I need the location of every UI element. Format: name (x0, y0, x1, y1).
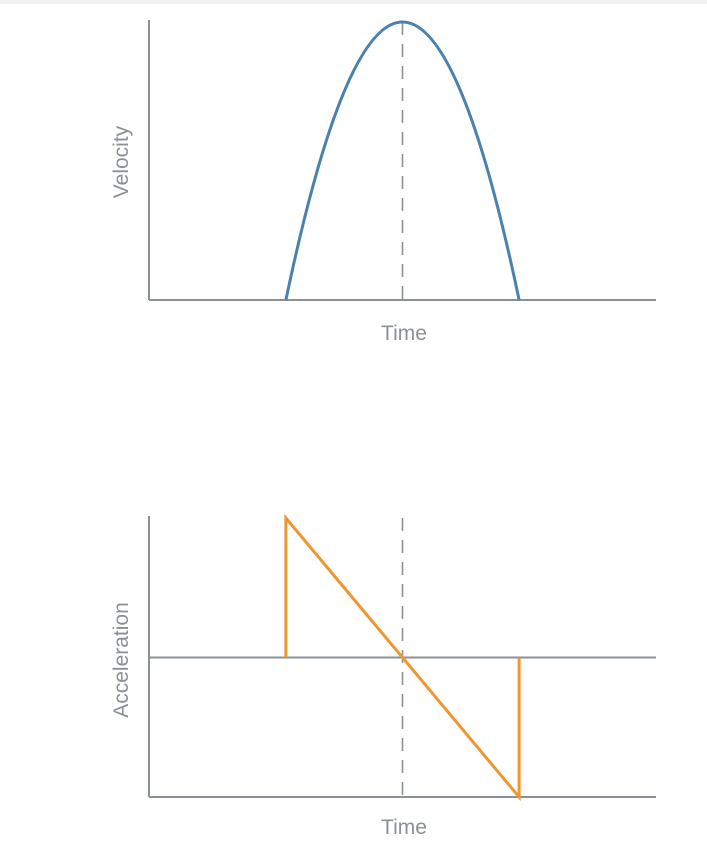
y-axis-label: Acceleration (110, 602, 133, 718)
x-axis-label: Time (381, 322, 427, 345)
acceleration-curve (284, 513, 521, 802)
acceleration-chart: Acceleration Time (110, 513, 656, 839)
top-border (0, 0, 707, 4)
x-axis-label: Time (381, 816, 427, 839)
velocity-curve (284, 20, 521, 301)
velocity-chart: Velocity Time (110, 20, 656, 345)
y-axis-label: Velocity (110, 125, 133, 198)
